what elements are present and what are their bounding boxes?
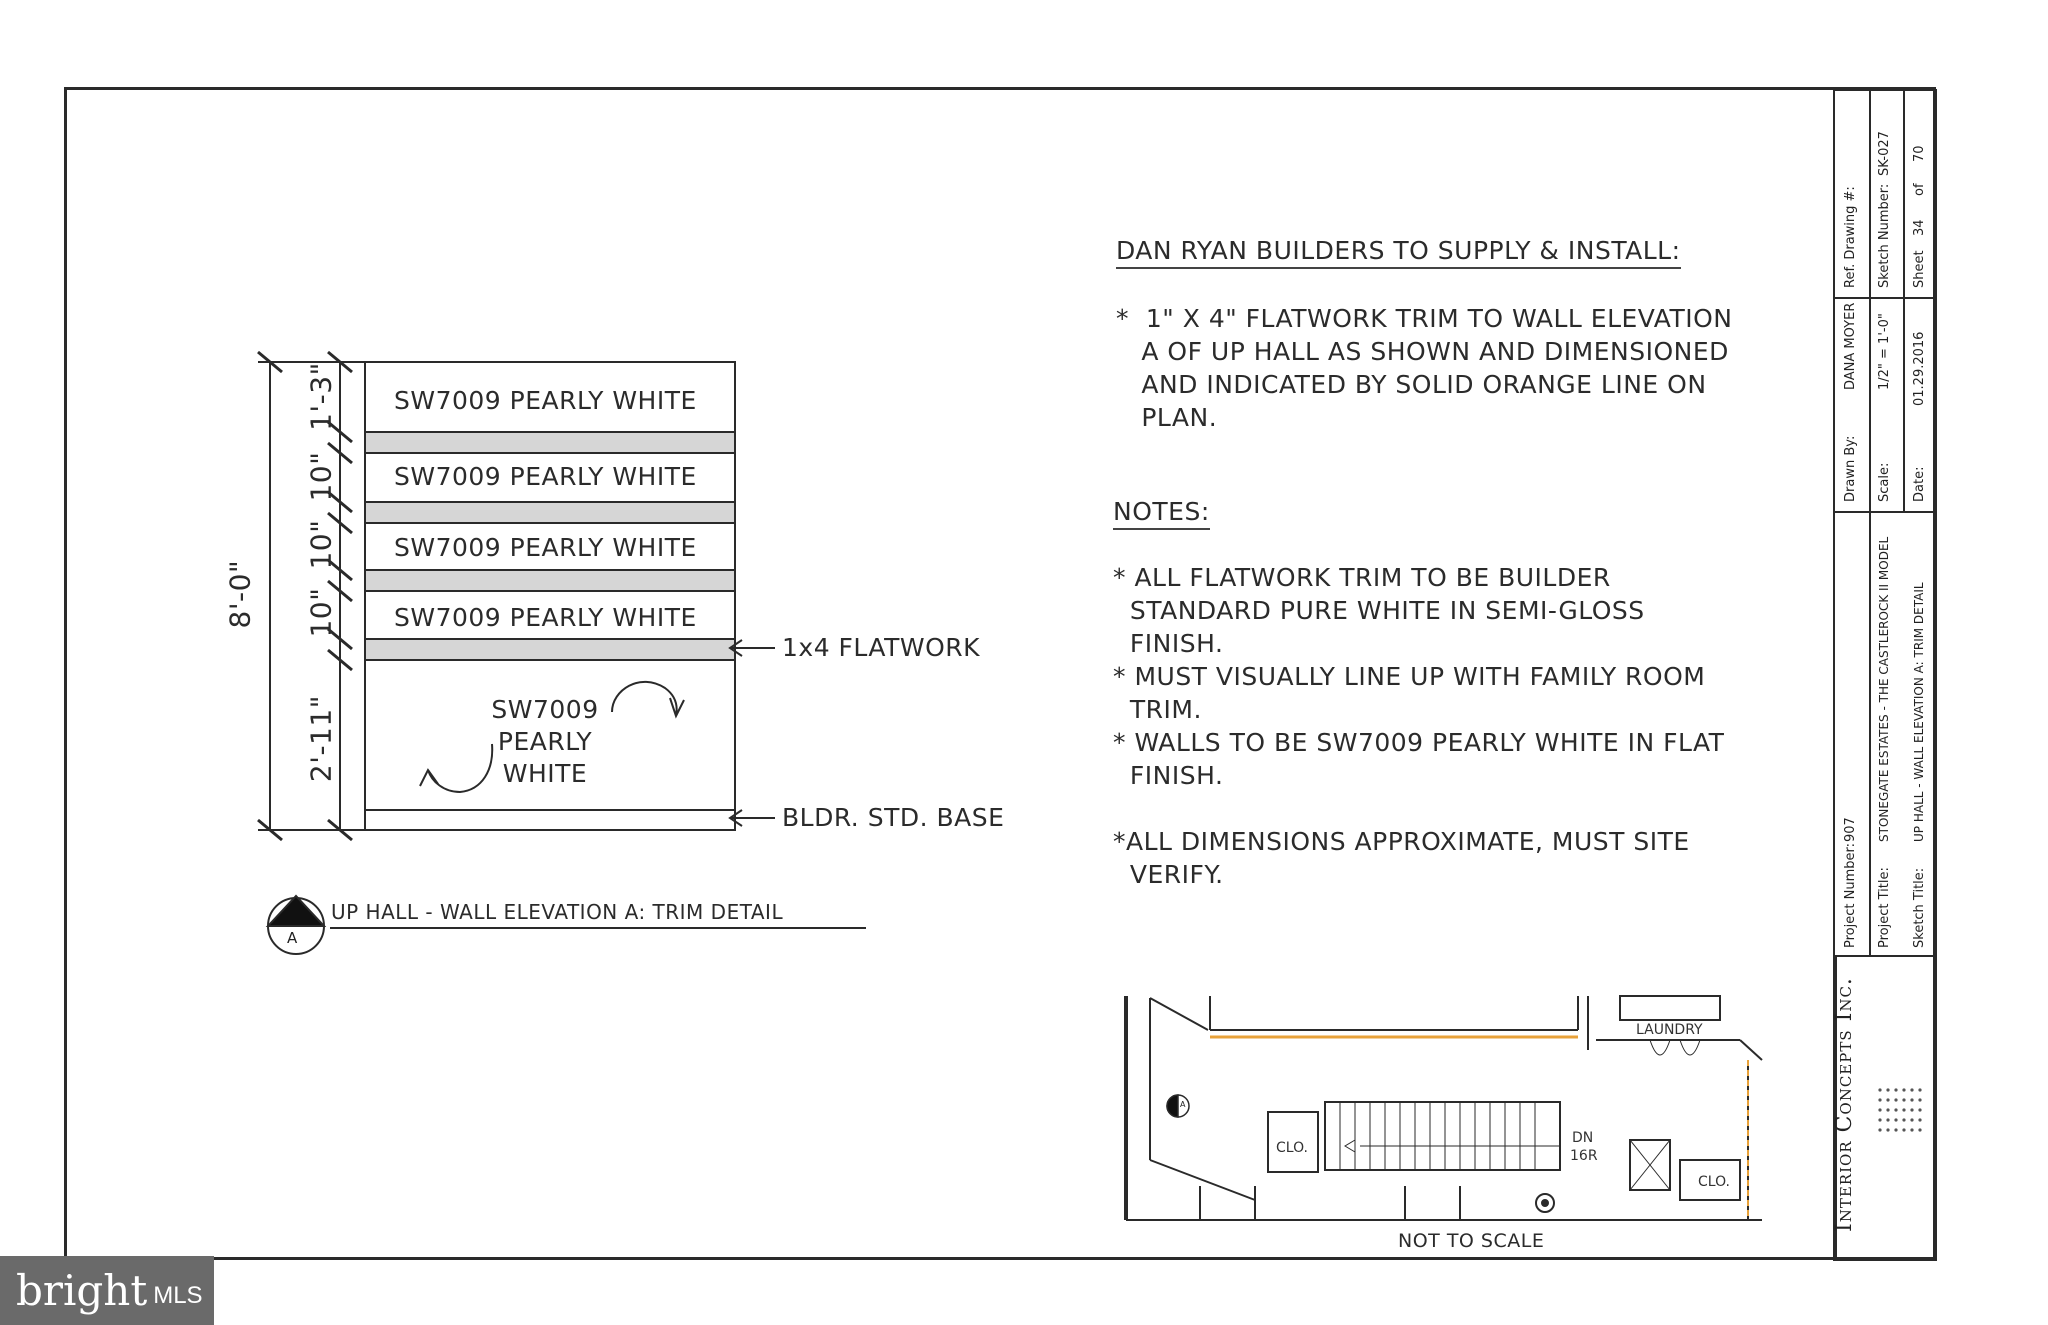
dim-band-1: 10": [304, 451, 338, 502]
closet-left-label: CLO.: [1276, 1140, 1308, 1156]
sheet-label: Sheet: [1912, 250, 1927, 288]
stair-dn-label: DN: [1572, 1130, 1594, 1146]
dim-bottom: 2'-11": [304, 694, 338, 783]
logo-dots: [1878, 1088, 1922, 1132]
wall-label-line-2: PEARLY: [497, 727, 593, 756]
curved-arrow-right: [611, 680, 678, 717]
trim-band-3: [364, 569, 736, 592]
drawn-by-label: Drawn By:: [1843, 435, 1858, 502]
plan-marker: [1166, 1094, 1190, 1118]
elevation-title: UP HALL - WALL ELEVATION A: TRIM DETAIL: [331, 900, 784, 924]
sketch-title: UP HALL - WALL ELEVATION A: TRIM DETAIL: [1912, 582, 1926, 842]
scale-label: Scale:: [1877, 462, 1892, 502]
wall-label-line-1: SW7009: [491, 695, 599, 724]
stair-risers-label: 16R: [1570, 1148, 1598, 1164]
bright-logo-text: bright: [16, 1266, 148, 1315]
paint-label-3: SW7009 PEARLY WHITE: [394, 533, 697, 562]
plan-marker-letter: A: [1180, 1100, 1186, 1109]
date-label: Date:: [1912, 466, 1927, 502]
drawn-by: DANA MOYER: [1843, 302, 1858, 390]
supply-body: * 1" X 4" FLATWORK TRIM TO WALL ELEVATIO…: [1116, 304, 1733, 432]
not-to-scale-label: NOT TO SCALE: [1398, 1230, 1545, 1252]
trim-band-2: [364, 501, 736, 524]
flatwork-callout: 1x4 FLATWORK: [782, 633, 981, 662]
sheet-number: 34: [1912, 219, 1927, 236]
company-name: Interior Concepts Inc.: [1832, 977, 1857, 1232]
curved-arrow-left: [427, 743, 494, 794]
laundry-label: LAUNDRY: [1636, 1022, 1703, 1038]
project-title: STONEGATE ESTATES - THE CASTLEROCK II MO…: [1877, 536, 1891, 842]
sketch-title-label: Sketch Title:: [1912, 867, 1927, 948]
section-marker-letter: A: [287, 929, 298, 947]
ref-drawing-label: Ref. Drawing #:: [1843, 186, 1858, 288]
project-number-label: Project Number:: [1843, 843, 1858, 948]
paint-label-4: SW7009 PEARLY WHITE: [394, 603, 697, 632]
project-title-label: Project Title:: [1877, 867, 1892, 948]
wall-outline: [364, 361, 736, 831]
section-marker: [265, 894, 327, 955]
base-arrowhead: [728, 809, 743, 827]
trim-band-1: [364, 431, 736, 454]
title-block: [1833, 89, 1937, 1261]
wall-label-line-3: WHITE: [502, 759, 588, 788]
date-value: 01.29.2016: [1912, 331, 1927, 406]
dim-band-2: 10": [304, 519, 338, 570]
trim-band-4: [364, 638, 736, 661]
closet-right-label: CLO.: [1698, 1174, 1730, 1190]
mls-logo-text: MLS: [153, 1281, 203, 1309]
bright-mls-watermark: bright MLS: [0, 1256, 214, 1325]
sketch-number: SK-027: [1877, 131, 1892, 176]
notes-body: * ALL FLATWORK TRIM TO BE BUILDER STANDA…: [1113, 563, 1725, 889]
base-callout: BLDR. STD. BASE: [782, 803, 1005, 832]
dim-top: 1'-3": [304, 362, 338, 431]
floor-plan: [1124, 995, 1763, 1221]
dim-total: 8'-0": [223, 559, 257, 629]
wall-paint-label: SW7009 PEARLY WHITE: [470, 694, 620, 790]
sheet-of-label: of: [1912, 183, 1927, 196]
notes-title: NOTES:: [1113, 497, 1210, 530]
supply-title: DAN RYAN BUILDERS TO SUPPLY & INSTALL:: [1116, 236, 1681, 269]
sheet-total: 70: [1912, 145, 1927, 162]
dim-band-3: 10": [304, 587, 338, 638]
scale-value: 1/2" = 1'-0": [1877, 313, 1892, 390]
paint-label-2: SW7009 PEARLY WHITE: [394, 462, 697, 491]
project-number: 907: [1843, 817, 1858, 842]
flatwork-arrowhead: [728, 639, 743, 657]
sketch-number-label: Sketch Number:: [1877, 183, 1892, 288]
paint-label-1: SW7009 PEARLY WHITE: [394, 386, 697, 415]
drawing-sheet: [64, 87, 1936, 1260]
